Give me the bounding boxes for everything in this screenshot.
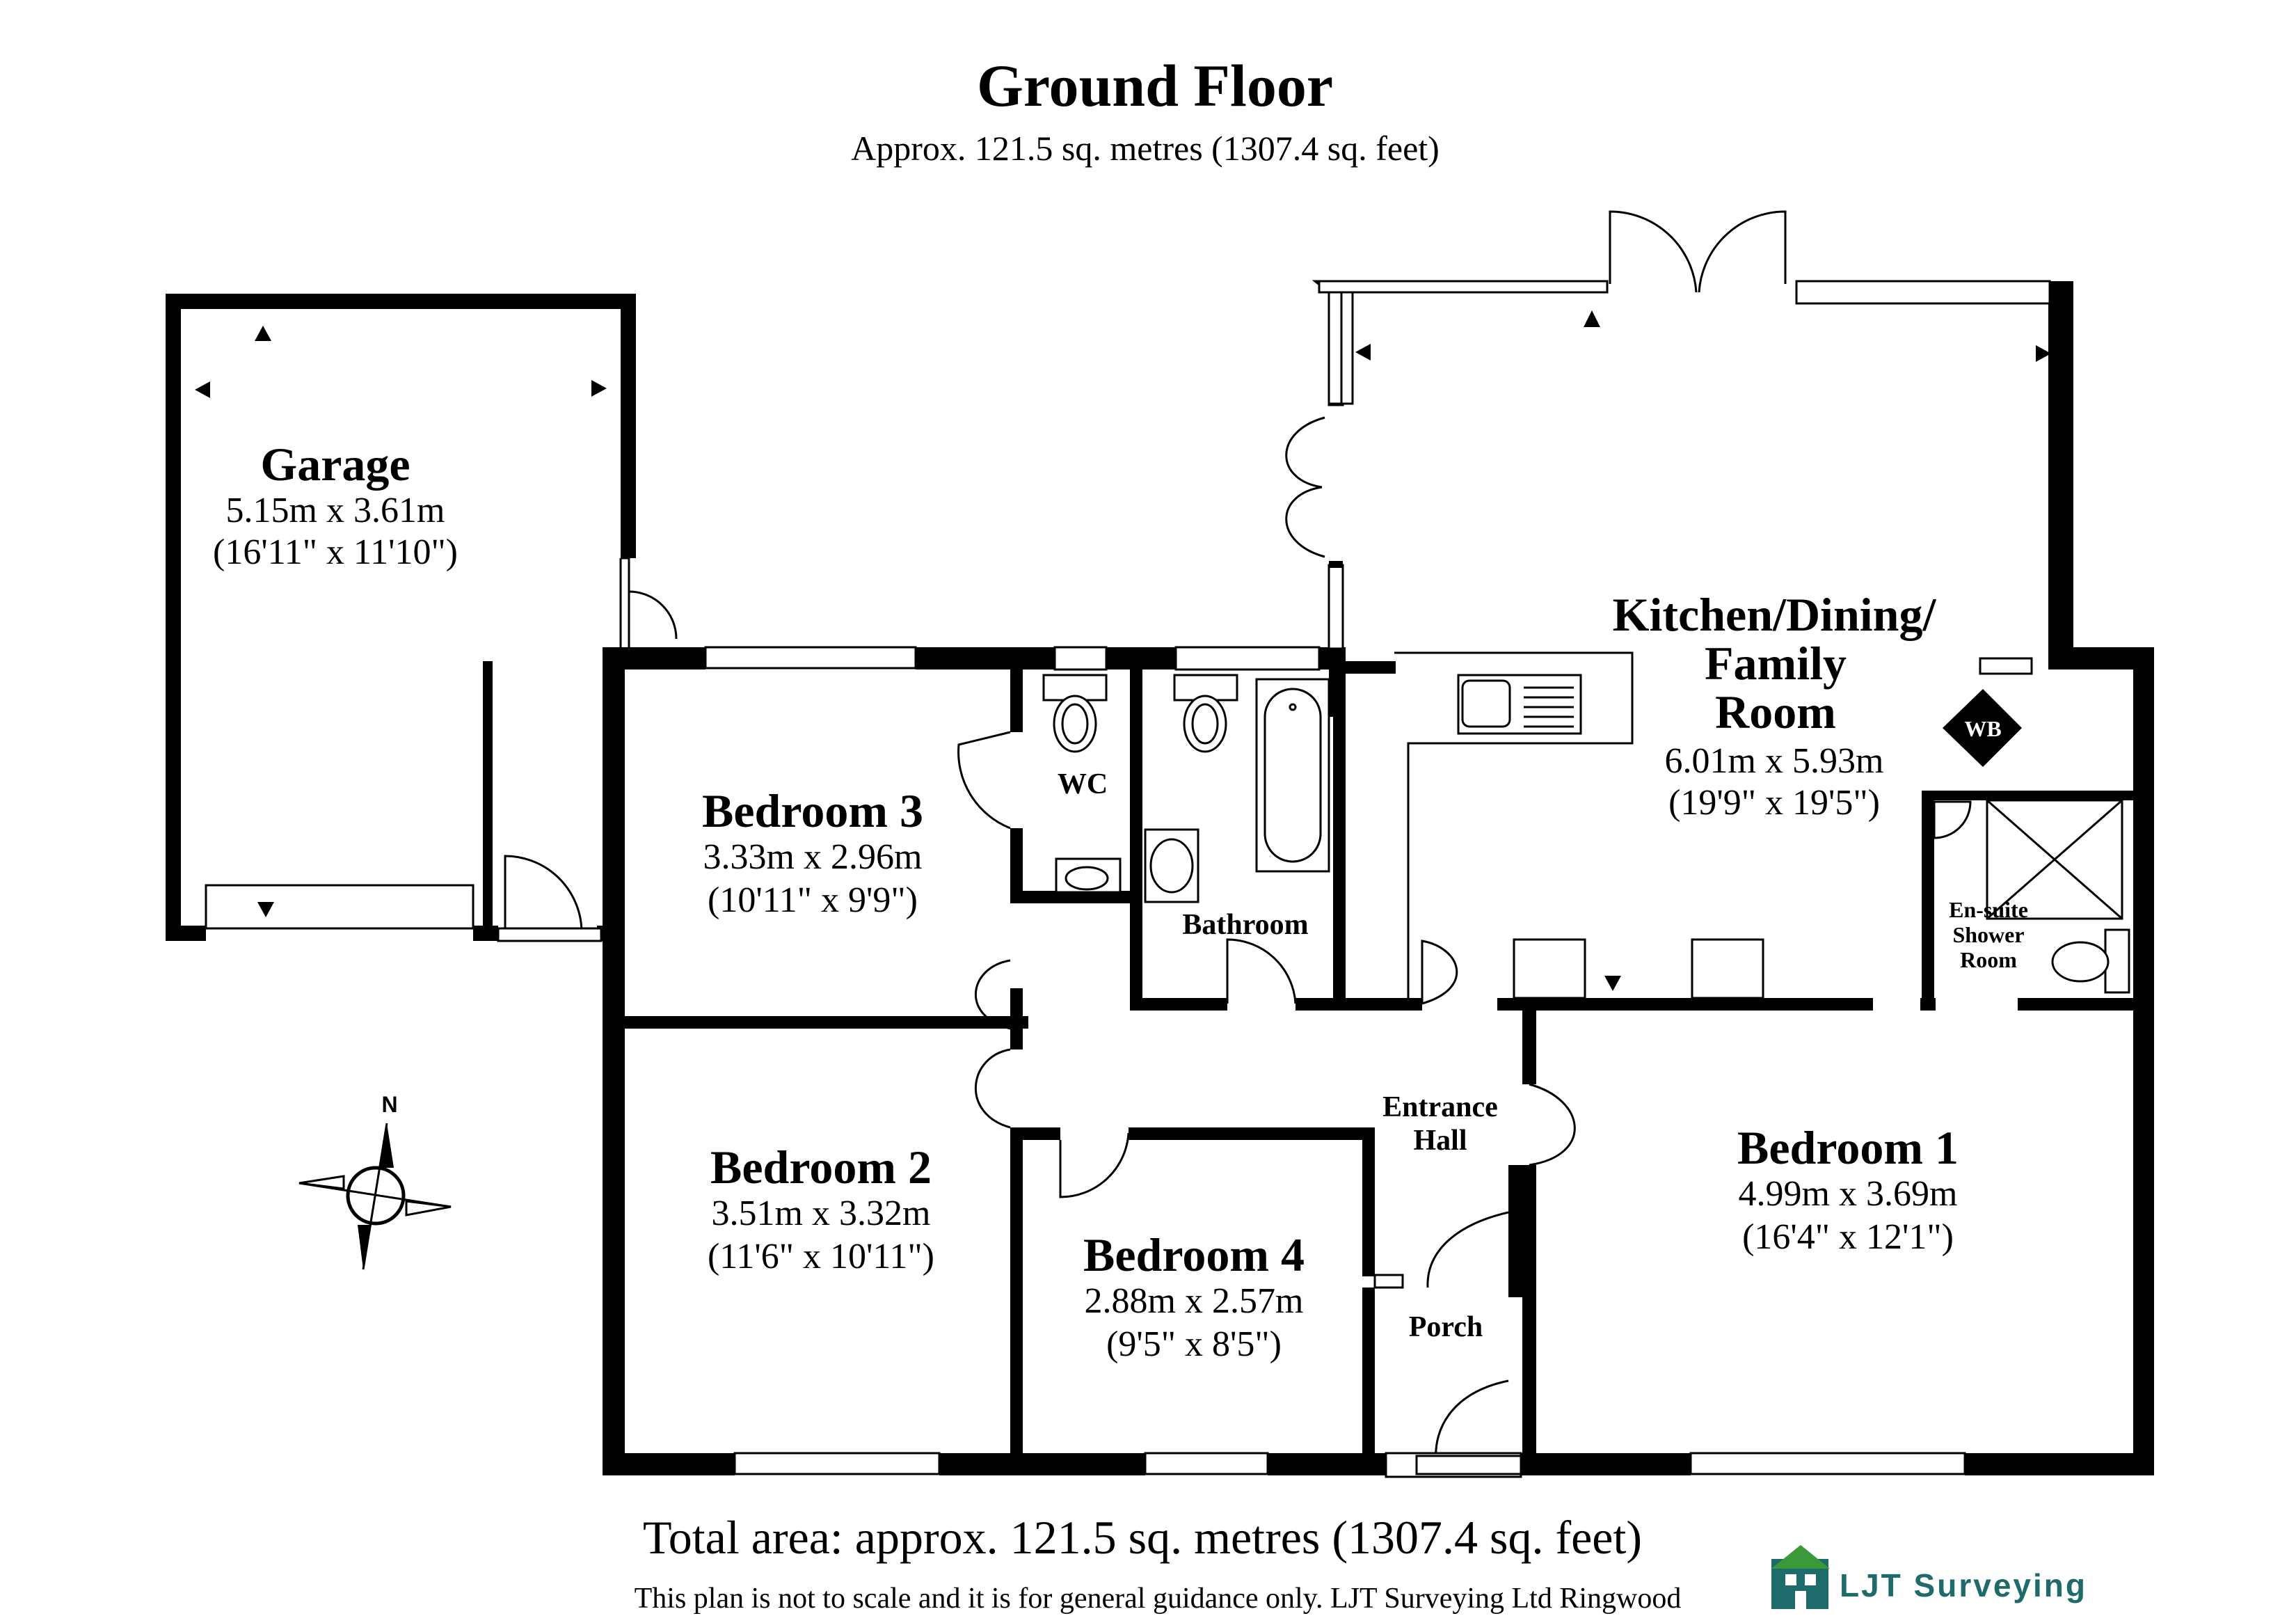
kitchen-name-line1: Kitchen/Dining/ xyxy=(1613,588,1937,641)
garage-walls xyxy=(166,294,636,941)
bedroom4-name: Bedroom 4 xyxy=(1083,1228,1305,1281)
bedroom2-door xyxy=(974,1048,1011,1129)
bedroom4-dim-imperial: (9'5" x 8'5") xyxy=(1106,1324,1282,1364)
bedroom4-door xyxy=(1059,1132,1130,1198)
ensuite-shower xyxy=(1986,799,2123,920)
plan-subtitle: Approx. 121.5 sq. metres (1307.4 sq. fee… xyxy=(851,129,1440,168)
bedroom1-window xyxy=(1689,1452,1966,1475)
bedroom3-dim-metric: 3.33m x 2.96m xyxy=(703,837,923,877)
bedroom2-dim-metric: 3.51m x 3.32m xyxy=(712,1194,931,1233)
bedroom3-name: Bedroom 3 xyxy=(702,784,923,837)
garage-arrows xyxy=(195,326,607,917)
bathroom-basin xyxy=(1144,828,1199,903)
porch-side-window xyxy=(1373,1274,1404,1289)
plan-title: Ground Floor xyxy=(977,52,1333,119)
bedroom2-dim-imperial: (11'6" x 10'11") xyxy=(708,1237,934,1276)
wc-toilet xyxy=(1042,674,1108,753)
kitchen-dim-metric: 6.01m x 5.93m xyxy=(1665,741,1884,781)
bathroom-bath xyxy=(1255,678,1330,873)
garage-dim-metric: 5.15m x 3.61m xyxy=(226,491,445,530)
garage-door xyxy=(205,884,475,930)
bedroom4-window xyxy=(1144,1452,1269,1475)
hall-name-line1: Entrance xyxy=(1382,1091,1498,1123)
porch-name: Porch xyxy=(1409,1311,1483,1343)
bedroom3-dim-imperial: (10'11" x 9'9") xyxy=(708,880,918,920)
house-outer-walls xyxy=(603,281,2154,1475)
porch-inner-door xyxy=(1426,1211,1509,1288)
brand-name: LJT Surveying xyxy=(1840,1567,2087,1603)
total-area: Total area: approx. 121.5 sq. metres (13… xyxy=(643,1511,1642,1564)
bathroom-name: Bathroom xyxy=(1182,909,1308,941)
garage-name: Garage xyxy=(260,438,410,491)
wb-boiler: WB xyxy=(1943,689,2022,767)
internal-walls xyxy=(603,670,2154,1475)
brand-logo-icon xyxy=(1771,1545,1830,1609)
wb-label: WB xyxy=(1964,716,2001,741)
kitchen-name-line3: Room xyxy=(1715,686,1836,738)
bedroom2-door-upper xyxy=(974,959,1011,1030)
garage-side-door xyxy=(497,557,678,942)
kitchen-glazing xyxy=(1285,210,2051,650)
bedroom1-door xyxy=(1529,1083,1576,1166)
bedroom1-dim-imperial: (16'4" x 12'1") xyxy=(1742,1217,1954,1257)
bedroom2-name: Bedroom 2 xyxy=(710,1141,932,1194)
bedroom4-dim-metric: 2.88m x 2.57m xyxy=(1085,1281,1304,1321)
garage-dim-imperial: (16'11" x 11'10") xyxy=(213,532,458,572)
kitchen-worktop xyxy=(1394,651,1764,999)
wc-basin xyxy=(1055,857,1122,894)
bedroom3-window xyxy=(704,646,917,670)
compass-label: N xyxy=(381,1092,397,1117)
porch-front-door xyxy=(1435,1379,1509,1462)
wc-name: WC xyxy=(1058,768,1108,800)
bedroom3-door xyxy=(957,731,1011,830)
bathroom-toilet xyxy=(1173,674,1238,753)
kitchen-dim-imperial: (19'9" x 19'5") xyxy=(1668,783,1880,823)
ensuite-name-line3: Room xyxy=(1960,947,2017,972)
hall-name-line2: Hall xyxy=(1413,1125,1467,1157)
bathroom-window xyxy=(1174,646,1321,671)
bedroom2-window xyxy=(733,1452,941,1475)
kitchen-name-line2: Family xyxy=(1705,637,1847,690)
kitchen-arrows xyxy=(1355,310,2051,991)
ensuite-toilet xyxy=(2051,928,2130,994)
bathroom-door xyxy=(1226,938,1297,1004)
disclaimer: This plan is not to scale and it is for … xyxy=(635,1583,1682,1615)
bedroom1-name: Bedroom 1 xyxy=(1737,1121,1959,1174)
compass-icon xyxy=(298,1123,452,1270)
bedroom1-dim-metric: 4.99m x 3.69m xyxy=(1739,1174,1958,1214)
ensuite-name-line2: Shower xyxy=(1952,922,2024,947)
wc-window xyxy=(1053,646,1108,671)
ensuite-name-line1: En-suite xyxy=(1949,897,2028,922)
hall-kitchen-door xyxy=(1421,940,1458,1005)
ensuite-basin xyxy=(1933,800,1972,839)
